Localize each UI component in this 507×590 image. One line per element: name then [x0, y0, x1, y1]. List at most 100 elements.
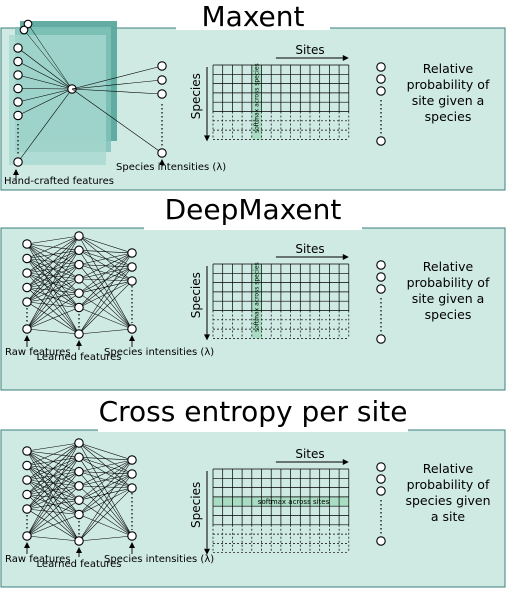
connection-line — [78, 328, 133, 335]
connection-line — [78, 266, 133, 335]
result-node — [376, 536, 386, 546]
connection-line — [78, 264, 133, 330]
connection-line — [17, 47, 73, 90]
feature-layers — [9, 21, 117, 165]
connection-line — [26, 450, 80, 542]
result-label-line: Relative — [423, 61, 474, 76]
arrow-head — [342, 55, 349, 61]
connection-line — [26, 235, 80, 303]
connection-line — [78, 442, 133, 461]
connection-line — [78, 250, 133, 330]
output-node — [127, 276, 137, 286]
connection-line — [78, 457, 133, 537]
input-node — [22, 239, 32, 249]
connection-line — [26, 250, 80, 303]
arrow-head — [76, 547, 82, 553]
input-node — [22, 282, 32, 293]
connection-line — [78, 252, 133, 280]
connection-line — [26, 292, 80, 303]
hidden-node — [74, 481, 84, 491]
title-backing — [144, 222, 362, 230]
connection-line — [71, 88, 163, 95]
connection-line — [78, 307, 133, 330]
connection-line — [17, 88, 73, 90]
hidden-node — [74, 495, 84, 505]
connection-line — [78, 514, 133, 537]
connection-line — [26, 471, 80, 537]
result-label-line: species given — [405, 493, 490, 508]
connection-line — [26, 272, 80, 335]
title-backing — [98, 424, 408, 432]
result-node — [376, 474, 386, 484]
result-label-line: species — [425, 307, 472, 322]
connection-line — [78, 235, 133, 254]
feature-node — [13, 43, 23, 53]
connection-line — [78, 487, 133, 515]
connection-line — [17, 88, 73, 116]
result-node — [376, 284, 386, 294]
connection-line — [26, 328, 80, 335]
hidden-node — [74, 259, 84, 270]
connection-line — [26, 499, 80, 537]
sites-label: Sites — [295, 43, 324, 57]
result-label-line: site given a — [412, 291, 485, 306]
input-node — [22, 531, 32, 541]
hidden-node — [74, 509, 84, 520]
output-node — [127, 248, 137, 258]
connection-line — [78, 473, 133, 542]
connection-line — [71, 79, 163, 90]
connection-line — [78, 499, 133, 537]
connection-line — [26, 479, 80, 542]
connection-line — [17, 88, 73, 103]
connection-line — [26, 235, 80, 330]
feature-node — [13, 157, 23, 167]
connection-line — [26, 235, 80, 288]
hidden-node — [74, 536, 84, 546]
input-node — [22, 446, 32, 456]
hidden-label: Learned features — [37, 559, 122, 570]
input-node — [22, 460, 32, 471]
connection-line — [26, 250, 80, 330]
hidden-node — [74, 466, 84, 477]
connection-line — [26, 278, 80, 330]
site-species-matrix: softmax across species — [212, 63, 350, 140]
connection-line — [27, 23, 73, 90]
feature-node — [13, 97, 23, 107]
input-node — [22, 268, 32, 278]
result-label-line: probability of — [407, 77, 490, 92]
connection-line — [23, 29, 73, 90]
arrow-head — [204, 548, 210, 555]
hidden-node — [74, 274, 84, 284]
result-node — [376, 74, 386, 84]
intensity-node — [157, 61, 167, 71]
input-node — [22, 297, 32, 307]
arrow-head — [159, 159, 165, 165]
result-label-line: probability of — [407, 275, 490, 290]
softmax-label: softmax across species — [254, 262, 261, 332]
feature-node — [19, 25, 29, 35]
connection-line — [26, 485, 80, 537]
connection-line — [26, 514, 80, 537]
result-node — [376, 272, 386, 282]
connection-line — [78, 457, 133, 461]
sites-label: Sites — [295, 242, 324, 256]
connection-line — [26, 258, 80, 335]
feature-node — [13, 83, 23, 94]
feature-node — [23, 19, 33, 29]
connection-line — [78, 252, 133, 335]
softmax-label: softmax across species — [254, 63, 261, 133]
panel-title: DeepMaxent — [165, 193, 342, 226]
connection-line — [26, 508, 80, 515]
result-label-line: a site — [431, 509, 466, 524]
connection-line — [71, 65, 163, 90]
connection-line — [78, 459, 133, 515]
arrow-head — [76, 340, 82, 346]
output-node — [127, 483, 137, 493]
input-label: Raw features — [5, 554, 71, 565]
output-node — [127, 262, 137, 272]
connection-line — [17, 74, 73, 90]
result-node — [376, 260, 386, 270]
connection-line — [78, 280, 133, 308]
connection-line — [26, 278, 80, 303]
